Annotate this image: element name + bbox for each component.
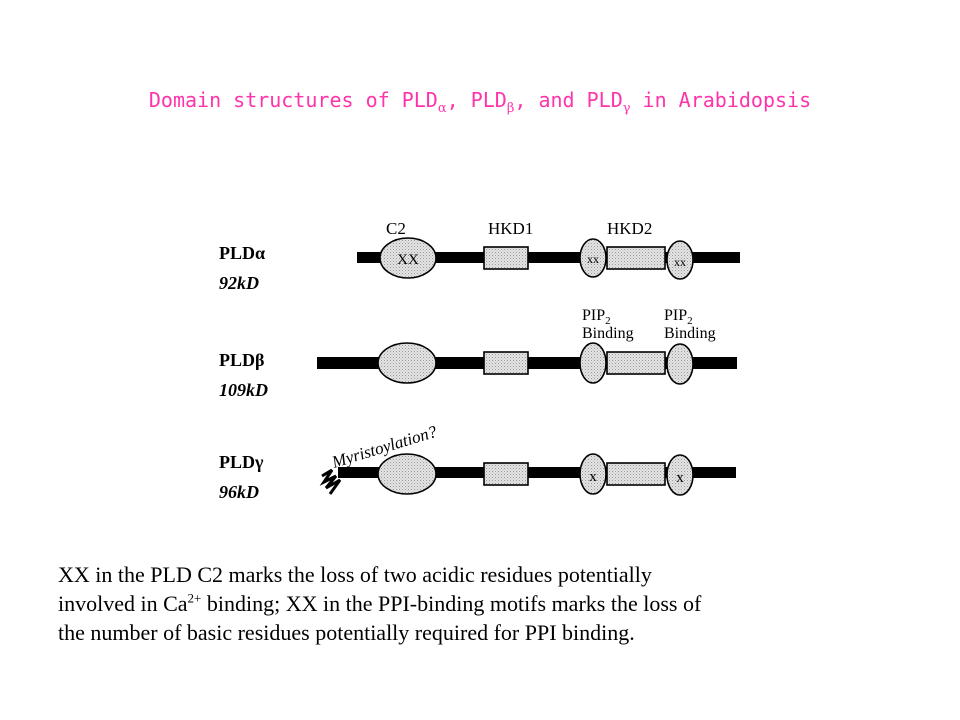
pld-gamma-protein-bar	[338, 467, 736, 478]
pld-alpha-c2-domain	[379, 237, 437, 279]
pip2-label-2-text: PIP	[664, 307, 687, 324]
pld-alpha-name: PLDα	[219, 243, 265, 263]
title-sep2: , and PLD	[514, 88, 623, 112]
figure-caption: XX in the PLD C2 marks the loss of two a…	[58, 560, 918, 647]
pld-gamma-mass: 96kD	[219, 482, 259, 502]
pld-alpha-protein-bar	[357, 252, 740, 263]
title-sep1: , PLD	[446, 88, 507, 112]
pld-beta-pip-site-2	[666, 343, 694, 385]
caption-line-2: involved in Ca2+ binding; XX in the PPI-…	[58, 589, 918, 618]
pld-beta-name: PLDβ	[219, 350, 264, 370]
pip2-binding-label-2: Binding	[664, 325, 716, 342]
caption-superscript: 2+	[187, 590, 202, 606]
pld-alpha-hkd1-domain	[483, 246, 529, 270]
pld-gamma-pip-mark-1: x	[589, 469, 597, 485]
pld-gamma-pip-site-1	[579, 453, 607, 495]
pld-beta-c2-domain	[377, 342, 437, 384]
title-beta: β	[506, 101, 515, 116]
pld-alpha-row: PLDα 92kD XX xx xx	[219, 237, 740, 293]
c2-header: C2	[386, 219, 406, 238]
pld-gamma-name: PLDγ	[219, 452, 264, 472]
hkd1-header: HKD1	[488, 219, 533, 238]
caption-line-1: XX in the PLD C2 marks the loss of two a…	[58, 562, 652, 587]
pld-alpha-pip-mark-2: xx	[674, 255, 686, 269]
myristoyl-anchor-icon	[319, 468, 342, 495]
pld-beta-pip-site-1	[579, 342, 607, 384]
pld-gamma-pip-mark-2: x	[676, 470, 684, 486]
caption-line-2-end: binding; XX in the PPI-binding motifs ma…	[201, 591, 702, 616]
pip2-label-1-sub: 2	[605, 315, 611, 327]
pld-beta-mass: 109kD	[219, 380, 268, 400]
hkd2-header: HKD2	[607, 219, 652, 238]
pld-beta-hkd1-domain	[483, 351, 529, 375]
pip2-binding-label-1: Binding	[582, 325, 634, 342]
pld-beta-hkd2-domain	[606, 351, 666, 375]
pld-gamma-hkd1-domain	[483, 462, 529, 486]
pld-alpha-pip-mark-1: xx	[587, 252, 599, 266]
title-suffix: in Arabidopsis	[630, 88, 812, 112]
pld-beta-row: PLDβ 109kD	[219, 342, 737, 400]
caption-line-3: the number of basic residues potentially…	[58, 620, 635, 645]
pld-alpha-hkd2-domain	[606, 246, 666, 270]
pip2-label-1-text: PIP	[582, 307, 605, 324]
pip2-label-1: PIP2	[582, 307, 611, 327]
pip2-label-2: PIP2	[664, 307, 693, 327]
pld-alpha-c2-mark: XX	[397, 252, 419, 268]
title-alpha: α	[437, 101, 447, 116]
pld-gamma-hkd2-domain	[606, 462, 666, 486]
pld-gamma-pip-site-2	[666, 454, 694, 496]
slide-title: Domain structures of PLDα, PLDβ, and PLD…	[0, 88, 960, 116]
pld-gamma-c2-domain	[377, 453, 437, 495]
title-gamma: γ	[622, 101, 631, 116]
pld-alpha-pip-site-1	[579, 238, 607, 278]
pip2-label-2-sub: 2	[687, 315, 693, 327]
caption-line-2-start: involved in Ca	[58, 591, 188, 616]
pld-alpha-pip-site-2	[666, 240, 694, 280]
title-prefix: Domain structures of PLD	[148, 88, 438, 112]
pld-alpha-mass: 92kD	[219, 273, 259, 293]
pld-gamma-row: PLDγ 96kD Myristoylation? x x	[219, 422, 736, 502]
